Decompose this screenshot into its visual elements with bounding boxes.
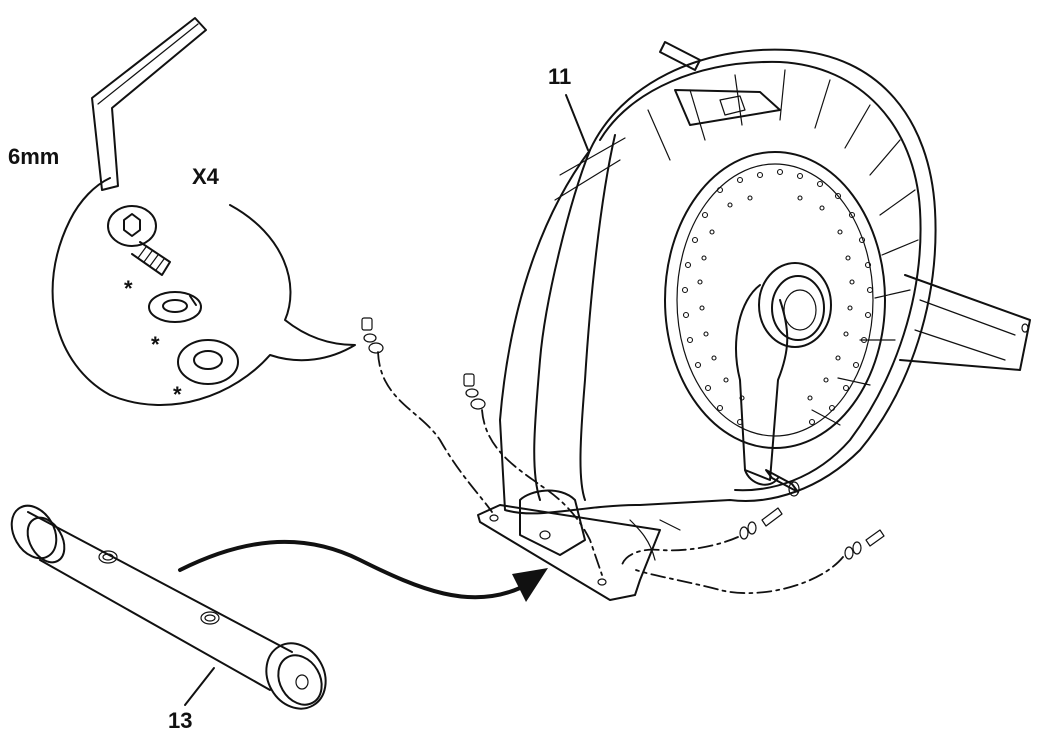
drive-unit: [477, 41, 1031, 601]
tool-size-label: 6mm: [8, 144, 60, 169]
dash-path-2: [481, 409, 603, 576]
dash-path-1: [377, 351, 493, 513]
hardware-stack-2: [463, 373, 486, 410]
part-number-11: 11: [548, 64, 572, 89]
hardware-stack-3: [739, 507, 783, 540]
bolt-icon: [107, 205, 171, 276]
asterisk-flat-washer: *: [173, 382, 182, 407]
disc-perforations: [681, 168, 874, 426]
hardware-stack-4: [844, 529, 885, 560]
part-number-13: 13: [168, 708, 193, 733]
hardware-stack-1: [361, 317, 384, 354]
leader-line-11: [565, 94, 589, 151]
leader-line-13: [184, 667, 215, 706]
asterisk-bolt: *: [124, 276, 133, 301]
flat-washer-icon: [177, 339, 239, 385]
dash-path-4: [635, 556, 844, 594]
insertion-arrow: [178, 539, 548, 602]
quantity-label: X4: [192, 164, 219, 189]
lock-washer-icon: [148, 291, 202, 323]
dash-path-3: [621, 536, 739, 566]
allen-key-icon: [91, 17, 207, 191]
asterisk-lock-washer: *: [151, 332, 160, 357]
callout-bubble: [51, 177, 356, 406]
crossbar-tube: [10, 504, 327, 710]
